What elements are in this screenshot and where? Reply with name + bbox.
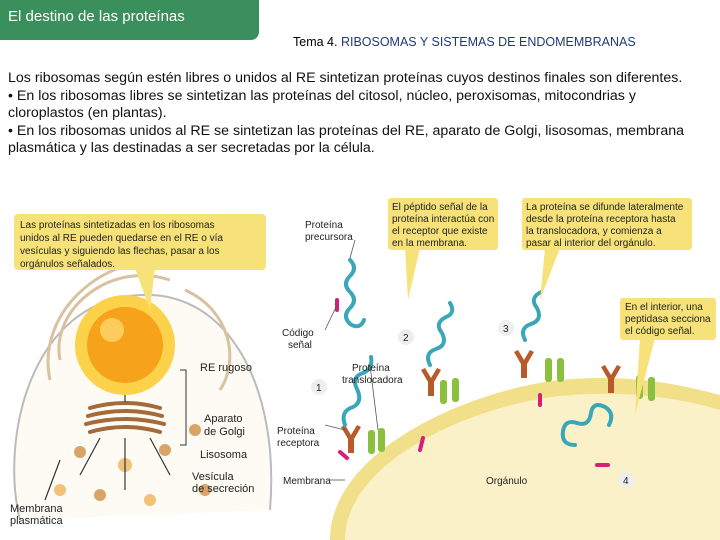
callout-left-line-2: unidos al RE pueden quedarse en el RE o … bbox=[20, 233, 223, 244]
label-organulo: Orgánulo bbox=[486, 476, 528, 487]
label-proteina-precursora-2: precursora bbox=[305, 232, 353, 243]
transport-arrows bbox=[44, 395, 171, 501]
callout-right-line-4: pasar al interior del orgánulo. bbox=[526, 238, 656, 249]
label-proteina-receptora-1: Proteína bbox=[277, 426, 315, 437]
callout-right-line-3: la translocadora, y comienza a bbox=[526, 226, 662, 237]
label-proteina-precursora-1: Proteína bbox=[305, 220, 343, 231]
nucleus bbox=[87, 307, 163, 383]
label-codigo-senal-1: Código bbox=[282, 328, 314, 339]
label-proteina-translocadora-1: Proteína bbox=[352, 363, 390, 374]
paragraph-bound-ribosomes: • En los ribosomas unidos al RE se sinte… bbox=[8, 122, 685, 157]
protein-destination-figure: Las proteínas sintetizadas en los riboso… bbox=[10, 198, 720, 540]
callout-mid-line-4: en la membrana. bbox=[392, 238, 467, 249]
paragraph-free-ribosomes: • En los ribosomas libres se sintetizan … bbox=[8, 87, 636, 122]
label-membrana-plasmatica-1: Membrana bbox=[10, 503, 63, 515]
label-vesicula-2: de secreción bbox=[192, 483, 254, 495]
step-markers: 1 2 3 4 bbox=[311, 320, 634, 488]
label-golgi-1: Aparato bbox=[204, 413, 243, 425]
callout-far-right-line-2: peptidasa secciona bbox=[625, 314, 711, 325]
callout-right-line-2: desde la proteína receptora hasta bbox=[526, 214, 676, 225]
callout-mid-line-2: proteína interactúa con bbox=[392, 214, 494, 225]
golgi-apparatus bbox=[84, 401, 166, 434]
callout-left-line-4: orgánulos señalados. bbox=[20, 259, 115, 270]
receptor-proteins bbox=[341, 350, 621, 453]
body-text: Los ribosomas según estén libres o unido… bbox=[8, 70, 712, 158]
subtitle-prefix: Tema 4. bbox=[293, 35, 341, 49]
callout-right-line-1: La proteína se difunde lateralmente bbox=[526, 202, 684, 213]
slide-title: El destino de las proteínas bbox=[0, 0, 259, 40]
callout-left-line-1: Las proteínas sintetizadas en los riboso… bbox=[20, 220, 215, 231]
label-re-rugoso: RE rugoso bbox=[200, 362, 252, 374]
label-membrana: Membrana bbox=[283, 476, 331, 487]
callout-mid-line-3: el receptor que existe bbox=[392, 226, 488, 237]
callout-mid-line-1: El péptido señal de la bbox=[392, 202, 488, 213]
leader-lines bbox=[324, 239, 379, 481]
subtitle-topic: RIBOSOMAS Y SISTEMAS DE ENDOMEMBRANAS bbox=[340, 35, 636, 49]
cell-diagram bbox=[13, 259, 273, 521]
label-vesicula-1: Vesícula bbox=[192, 471, 234, 483]
step-2: 2 bbox=[403, 333, 409, 344]
label-proteina-translocadora-2: translocadora bbox=[342, 375, 403, 386]
paragraph-intro: Los ribosomas según estén libres o unido… bbox=[8, 70, 683, 86]
precursor-proteins bbox=[341, 258, 614, 447]
callout-far-right-line-3: el código señal. bbox=[625, 326, 695, 337]
callout-far-right: En el interior, una peptidasa secciona e… bbox=[620, 298, 716, 415]
step-1: 1 bbox=[316, 383, 322, 394]
golgi-bracket bbox=[180, 369, 187, 446]
label-proteina-receptora-2: receptora bbox=[277, 438, 320, 449]
signal-sequences bbox=[335, 298, 610, 467]
step-4: 4 bbox=[623, 476, 629, 487]
label-codigo-senal-2: señal bbox=[288, 340, 312, 351]
callout-left: Las proteínas sintetizadas en los riboso… bbox=[14, 214, 266, 310]
callout-left-line-3: vesículas y siguiendo las flechas, pasar… bbox=[20, 246, 220, 257]
step-3: 3 bbox=[503, 324, 509, 335]
callout-right: La proteína se difunde lateralmente desd… bbox=[522, 198, 692, 300]
organelle-lumen bbox=[345, 393, 720, 540]
callout-far-right-line-1: En el interior, una bbox=[625, 302, 703, 313]
label-membrana-plasmatica-2: plasmática bbox=[10, 515, 63, 527]
slide-subtitle: Tema 4. RIBOSOMAS Y SISTEMAS DE ENDOMEMB… bbox=[293, 35, 636, 49]
nucleolus bbox=[100, 318, 124, 342]
label-lisosoma: Lisosoma bbox=[200, 449, 248, 461]
organelle-import-diagram: 1 2 3 4 bbox=[311, 239, 720, 540]
callout-mid: El péptido señal de la proteína interact… bbox=[388, 198, 498, 300]
label-golgi-2: de Golgi bbox=[204, 426, 245, 438]
translocator-proteins bbox=[368, 358, 655, 454]
